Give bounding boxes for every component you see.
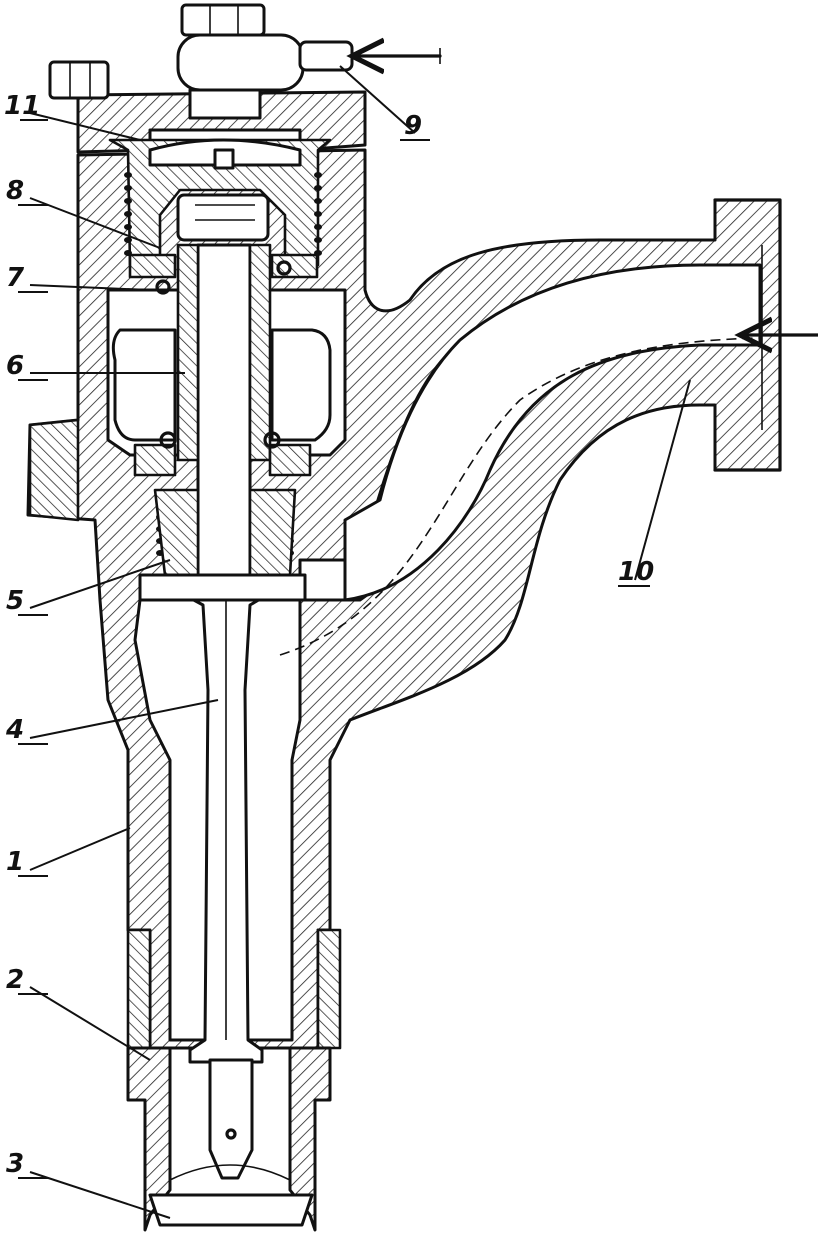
spring-coil (124, 185, 132, 191)
callout-label-8: 8 (6, 176, 24, 206)
spring-coil (314, 172, 322, 178)
spring-coil (314, 198, 322, 204)
callout-label-3: 3 (6, 1149, 24, 1179)
callout-label-2: 2 (6, 965, 24, 995)
spring-coil (314, 211, 322, 217)
callout-label-7: 7 (6, 263, 25, 293)
seal-rings (128, 253, 319, 477)
callout-label-1: 1 (6, 847, 24, 877)
callouts: 11 8 7 6 5 4 1 2 3 9 10 (4, 91, 654, 1179)
leader-lines (18, 65, 691, 1219)
spring-coil (314, 224, 322, 230)
spring-coil (124, 198, 132, 204)
callout-label-6: 6 (6, 351, 24, 381)
spring-coil (124, 224, 132, 230)
guide-bushing (138, 488, 307, 602)
spring-coil (124, 211, 132, 217)
callout-label-5: 5 (6, 586, 24, 616)
spring-coil (124, 237, 132, 243)
spring-coil (314, 237, 322, 243)
top-cover (48, 3, 442, 154)
callout-label-10: 10 (618, 557, 654, 587)
bellows (111, 328, 332, 442)
callout-label-11: 11 (4, 91, 40, 121)
valve-stem (176, 243, 272, 1064)
spring-coil (314, 185, 322, 191)
lower-nozzle (126, 928, 342, 1232)
callout-label-9: 9 (404, 111, 422, 141)
upper-cup (108, 138, 332, 267)
spring-coil (124, 172, 132, 178)
callout-label-4: 4 (5, 715, 24, 745)
